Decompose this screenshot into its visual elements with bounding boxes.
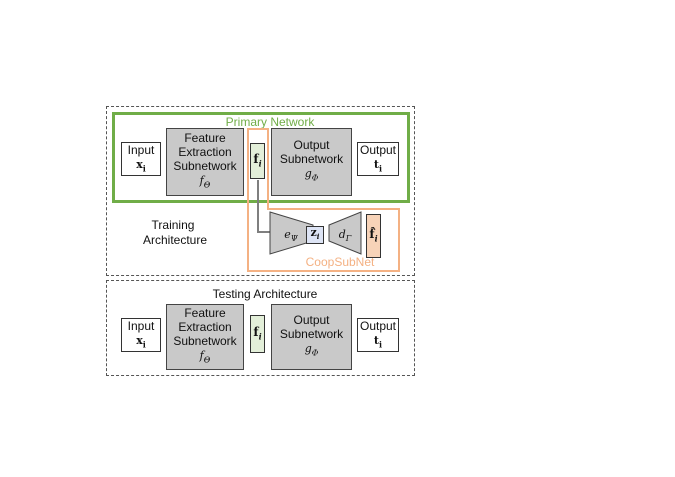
testing-output-box: Output ti — [357, 318, 399, 352]
primary-network-frame — [112, 112, 410, 203]
training-feature-line2: Extraction — [178, 145, 232, 160]
coopsubnet-autoencoder-graphic — [257, 180, 362, 255]
training-feature-line3: Subnetwork — [173, 159, 237, 174]
coopsubnet-label: CoopSubNet — [305, 255, 375, 269]
training-feature-extraction-box: Feature Extraction Subnetwork fΘ — [166, 128, 244, 196]
training-input-symbol-sub: i — [142, 163, 146, 174]
training-output-sub-main: g — [304, 167, 312, 181]
testing-panel — [106, 280, 415, 376]
decoder-symbol-main: d — [338, 228, 346, 241]
testing-feature-line1: Feature — [184, 306, 226, 321]
training-output-sub-sub: Φ — [311, 173, 319, 183]
coopsubnet-frame-column-right — [267, 128, 269, 210]
reconstructed-feature-symbol: f̂i — [369, 227, 377, 245]
latent-code-box: zi — [306, 226, 324, 244]
testing-output-sub-line1: Output — [293, 313, 330, 328]
feature-to-encoder-arrow — [257, 180, 270, 233]
training-feature-line1: Feature — [184, 131, 226, 146]
reconstructed-feature-sub: i — [374, 233, 378, 244]
training-input-symbol-main: x — [136, 157, 143, 171]
primary-network-label: Primary Network — [225, 115, 315, 129]
training-feature-symbol-sub: Θ — [203, 180, 211, 190]
training-feature-vector-box: fi — [250, 143, 265, 179]
testing-feature-line3: Subnetwork — [173, 334, 237, 349]
testing-output-subnetwork-box: Output Subnetwork gΦ — [271, 304, 352, 370]
training-output-symbol-sub: i — [379, 163, 383, 174]
training-input-label: Input — [127, 142, 155, 157]
training-output-sub-line2: Subnetwork — [279, 152, 344, 167]
testing-input-symbol-main: x — [136, 333, 143, 347]
reconstructed-feature-box: f̂i — [366, 214, 381, 258]
testing-title: Testing Architecture — [212, 287, 318, 301]
testing-output-sub-main: g — [304, 342, 312, 356]
training-output-symbol-main: t — [373, 157, 380, 171]
encoder-symbol: eΨ — [276, 228, 306, 243]
testing-output-sub-line2: Subnetwork — [279, 327, 344, 342]
testing-feature-symbol: fΘ — [200, 348, 211, 367]
training-feature-vector-main: f — [253, 151, 259, 166]
testing-input-box: Input xi — [121, 318, 161, 352]
coopsubnet-frame-bottom-left — [247, 270, 269, 272]
testing-output-symbol-sub: i — [379, 339, 383, 350]
training-output-label: Output — [359, 142, 397, 157]
reconstructed-feature-main: f̂ — [369, 226, 375, 241]
encoder-symbol-main: e — [284, 228, 291, 241]
testing-feature-vector-symbol: fi — [253, 325, 261, 343]
testing-input-symbol-sub: i — [142, 339, 146, 350]
coopsubnet-frame-top — [247, 128, 269, 130]
latent-code-sub: i — [316, 232, 320, 242]
training-input-symbol: xi — [136, 157, 146, 175]
testing-input-label: Input — [127, 318, 155, 333]
testing-output-sub-symbol: gΦ — [305, 341, 319, 360]
training-caption-line2: Architecture — [142, 233, 208, 247]
testing-input-symbol: xi — [136, 333, 146, 351]
decoder-symbol: dΓ — [330, 228, 360, 243]
testing-feature-vector-sub: i — [258, 331, 262, 342]
training-caption-line1: Training — [151, 218, 195, 232]
training-input-box: Input xi — [121, 142, 161, 176]
testing-output-sub-sub: Φ — [311, 348, 319, 358]
encoder-symbol-sub: Ψ — [290, 234, 298, 244]
training-feature-symbol-main: f — [199, 174, 204, 188]
latent-code-symbol: zi — [311, 226, 320, 244]
testing-feature-extraction-box: Feature Extraction Subnetwork fΘ — [166, 304, 244, 370]
decoder-symbol-sub: Γ — [345, 234, 352, 244]
testing-feature-line2: Extraction — [178, 320, 232, 335]
decoder-shape — [328, 211, 362, 255]
training-output-symbol: ti — [374, 157, 382, 175]
testing-output-label: Output — [359, 318, 397, 333]
testing-output-symbol-main: t — [373, 333, 380, 347]
testing-feature-vector-main: f — [253, 324, 259, 339]
coopsubnet-frame-body — [267, 208, 400, 272]
training-feature-vector-sub: i — [258, 158, 262, 169]
latent-code-main: z — [310, 225, 317, 239]
training-feature-symbol: fΘ — [200, 173, 211, 192]
testing-feature-symbol-main: f — [199, 349, 204, 363]
training-output-sub-line1: Output — [293, 138, 330, 153]
testing-feature-vector-box: fi — [250, 315, 265, 353]
testing-feature-symbol-sub: Θ — [203, 355, 211, 365]
testing-output-symbol: ti — [374, 333, 382, 351]
training-output-box: Output ti — [357, 142, 399, 176]
training-output-sub-symbol: gΦ — [305, 166, 319, 185]
training-feature-vector-symbol: fi — [253, 152, 261, 170]
training-output-subnetwork-box: Output Subnetwork gΦ — [271, 128, 352, 196]
training-panel — [106, 106, 415, 276]
